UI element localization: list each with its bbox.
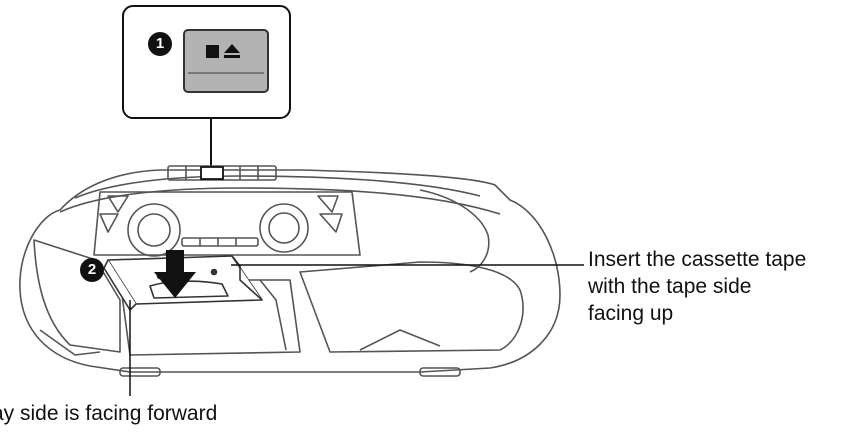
insert-tape-line-2: with the tape side	[588, 275, 752, 298]
inset-callout	[122, 5, 291, 166]
insert-tape-note: Insert the cassette tape with the tape s…	[588, 246, 806, 327]
insert-tape-line-1: Insert the cassette tape	[588, 248, 807, 271]
stop-eject-button-zoom	[183, 29, 269, 93]
bottom-caption: ay side is facing forward	[0, 402, 218, 425]
stop-eject-icon	[206, 44, 240, 58]
insert-tape-line-3: facing up	[588, 302, 674, 325]
down-arrow-icon	[154, 250, 196, 298]
step-1-badge: 1	[148, 32, 172, 56]
step-2-badge: 2	[80, 258, 104, 282]
